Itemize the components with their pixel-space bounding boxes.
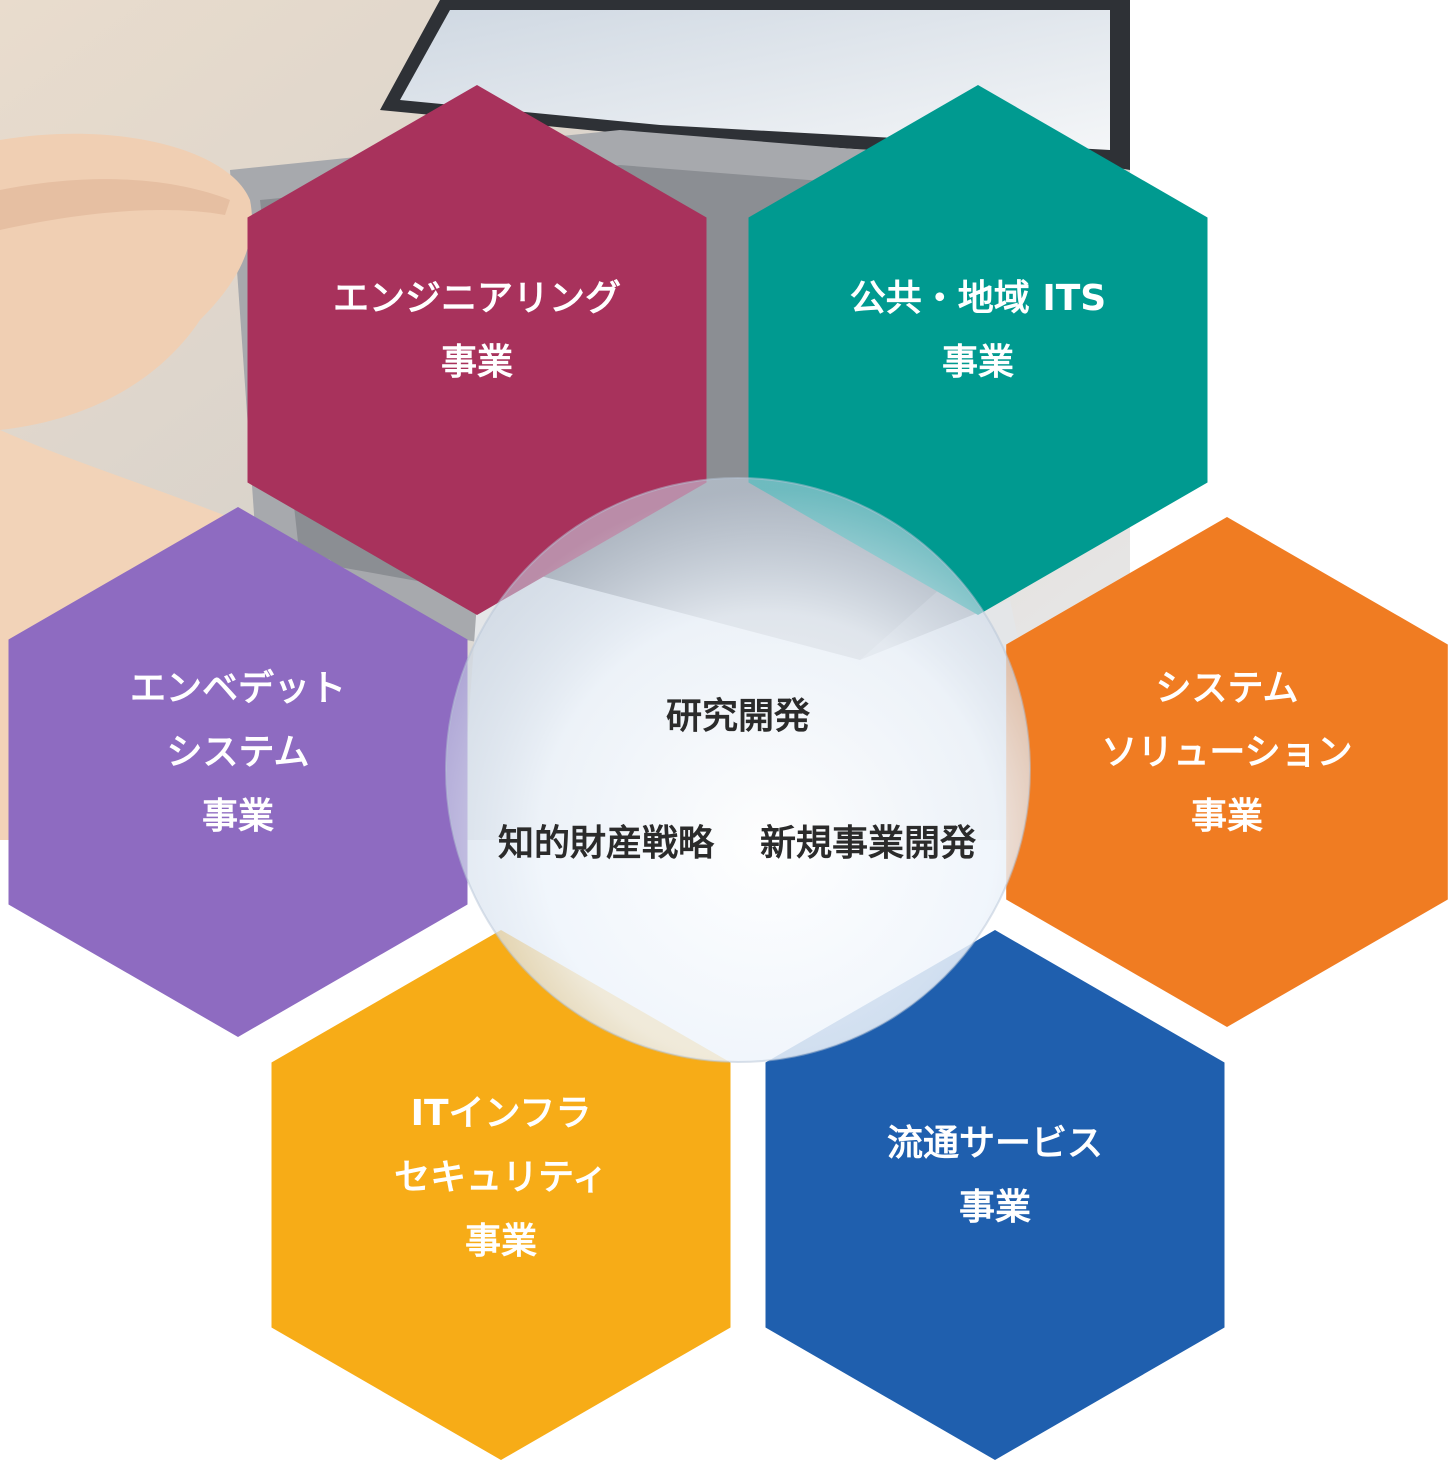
center-sphere: 研究開発 知的財産戦略 新規事業開発 bbox=[445, 477, 1031, 1063]
hexagon-label-line: ITインフラ bbox=[411, 1093, 592, 1134]
hexagon-shape bbox=[247, 85, 707, 615]
hexagon-label-line: システム bbox=[167, 732, 310, 773]
hexagon-label-line: システム bbox=[1156, 668, 1299, 709]
hexagon-shape bbox=[1006, 517, 1448, 1027]
hexagon-label-line: セキュリティ bbox=[394, 1157, 608, 1198]
center-left-label: 知的財産戦略 bbox=[498, 823, 715, 864]
hexagon-shape bbox=[271, 930, 731, 1460]
center-title: 研究開発 bbox=[666, 696, 811, 737]
hexagon-shape bbox=[8, 507, 468, 1037]
hexagon-public-its[interactable]: 公共・地域 ITS 事業 bbox=[748, 85, 1208, 615]
center-right-label: 新規事業開発 bbox=[760, 823, 977, 864]
hexagon-label-line: 公共・地域 ITS bbox=[850, 278, 1106, 319]
hexagon-label-line: エンジニアリング bbox=[333, 278, 621, 319]
hexagon-label-line: 事業 bbox=[441, 342, 513, 383]
hexagon-label-line: エンベデット bbox=[130, 667, 346, 709]
hexagon-shape bbox=[748, 85, 1208, 615]
hexagon-label-line: ソリューション bbox=[1101, 732, 1352, 773]
hexagon-label-line: 事業 bbox=[202, 796, 274, 837]
hexagon-shape bbox=[765, 930, 1225, 1460]
hexagon-label-line: 事業 bbox=[1191, 796, 1263, 837]
hexagon-label-line: 事業 bbox=[942, 342, 1014, 383]
hexagon-label-line: 事業 bbox=[959, 1187, 1031, 1228]
hexagon-label-line: 事業 bbox=[465, 1221, 537, 1262]
hexagon-label-line: 流通サービス bbox=[887, 1123, 1103, 1164]
